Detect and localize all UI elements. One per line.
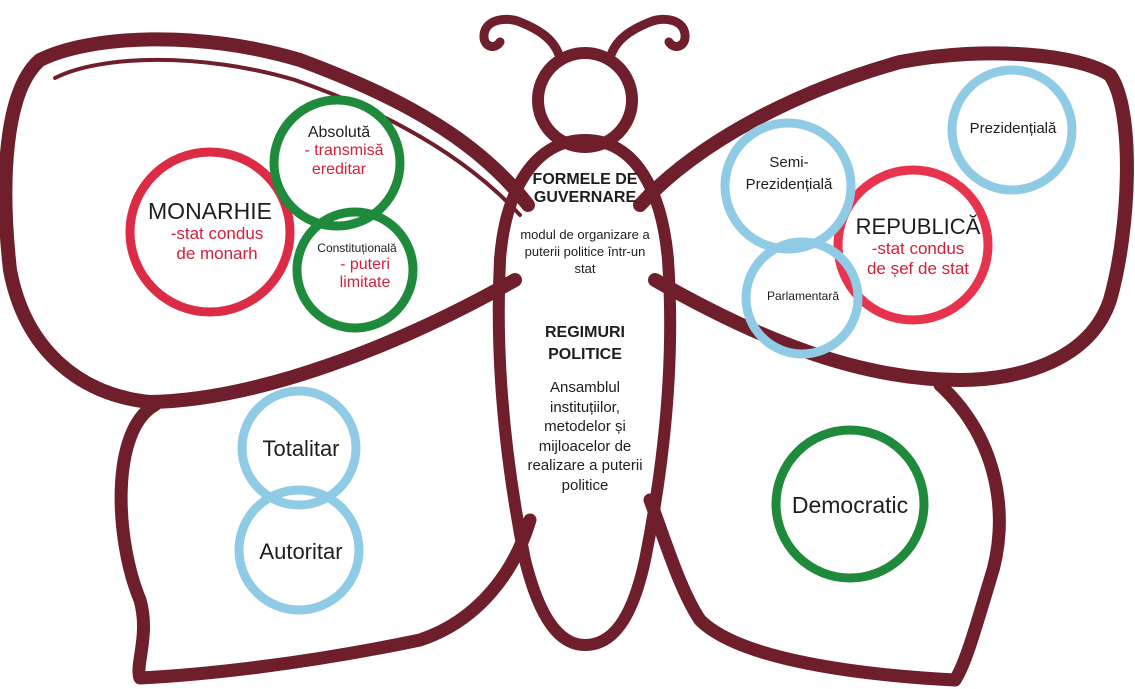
right-antenna (605, 14, 690, 63)
monarchy-def-line1: -stat condus (170, 224, 264, 244)
presidential-circle (947, 65, 1077, 195)
constitutional-title: Constituțională (317, 241, 397, 255)
regimes-title: REGIMURI POLITICE (505, 322, 665, 367)
concept-circles (125, 65, 1077, 615)
constitutional-monarchy-circle (292, 207, 418, 333)
regimes-def-line3: metodelor și (544, 418, 626, 435)
forms-title-line2: GUVERNARE (533, 189, 637, 207)
regimes-title-line1: REGIMURI (545, 324, 625, 341)
totalitarian-label: Totalitar (262, 436, 340, 461)
forms-title-line1: FORMELE DE (532, 171, 638, 188)
regimes-def-line1: Ansamblul (549, 379, 621, 396)
republic-label: REPUBLICĂ -stat condus de șef de stat (838, 214, 998, 278)
semi-presidential-circle (720, 118, 856, 254)
republic-def-line2: de șef de stat (866, 258, 970, 278)
regimes-definition: Ansamblul instituțiilor, metodelor și mi… (505, 378, 665, 495)
lower-left-wing (114, 398, 537, 685)
constitutional-label: Constituțională - puteri limitate (300, 241, 414, 293)
regimes-def-line4: mijloacelor de (538, 437, 632, 455)
forms-def-line1: modul de organizare a (520, 227, 650, 242)
forms-def-line2: puterii politice într-un (524, 243, 646, 259)
wing-outlines (0, 14, 1134, 687)
absolute-label: Absolută - transmisă ereditar (277, 124, 401, 179)
absolute-title: Absolută (307, 124, 371, 141)
regimes-def-line6: politice (561, 476, 609, 494)
democratic-label: Democratic (791, 492, 909, 518)
republic-title: REPUBLICĂ (855, 214, 981, 239)
parliamentary-label: Parlamentară (766, 289, 840, 303)
constitutional-def-line2: limitate (339, 274, 391, 292)
regimes-def-line5: realizare a puterii (527, 457, 643, 474)
left-antenna (479, 14, 565, 63)
totalitarian-circle (237, 386, 361, 510)
monarchy-label: MONARHIE -stat condus de monarh (130, 198, 290, 264)
republic-def-line1: -stat condus (871, 239, 965, 259)
semi-presidential-line2: Prezidențială (745, 175, 833, 193)
upper-left-wing-inner (53, 57, 522, 217)
regimes-title-line2: POLITICE (548, 346, 622, 364)
upper-left-wing (0, 32, 535, 409)
absolute-def-line1: - transmisă (304, 142, 384, 160)
lower-right-wing (643, 378, 1006, 687)
authoritarian-label: Autoritar (259, 539, 343, 564)
monarchy-circle (125, 147, 295, 317)
butterfly-body (492, 134, 677, 651)
constitutional-def-line1: - puteri (340, 255, 390, 273)
regimes-def-line2: instituțiilor, (549, 398, 621, 416)
democratic-circle (771, 425, 929, 583)
forms-title: FORMELE DE GUVERNARE (505, 171, 665, 208)
semi-presidential-label: Semi- Prezidențială (730, 152, 848, 196)
parliamentary-circle (741, 237, 863, 359)
forms-def-line3: stat (574, 260, 596, 276)
absolute-monarchy-circle (269, 95, 405, 231)
semi-presidential-line1: Semi- (769, 154, 809, 171)
authoritarian-circle (234, 485, 364, 615)
republic-circle (833, 165, 993, 325)
presidential-label: Prezidențială (969, 120, 1057, 137)
monarchy-def-line2: de monarh (176, 243, 258, 263)
monarchy-title: MONARHIE (148, 198, 272, 224)
absolute-def-line2: ereditar (311, 160, 367, 178)
forms-definition: modul de organizare a puterii politice î… (505, 227, 665, 278)
butterfly-head (532, 47, 638, 153)
upper-right-wing (633, 46, 1134, 387)
